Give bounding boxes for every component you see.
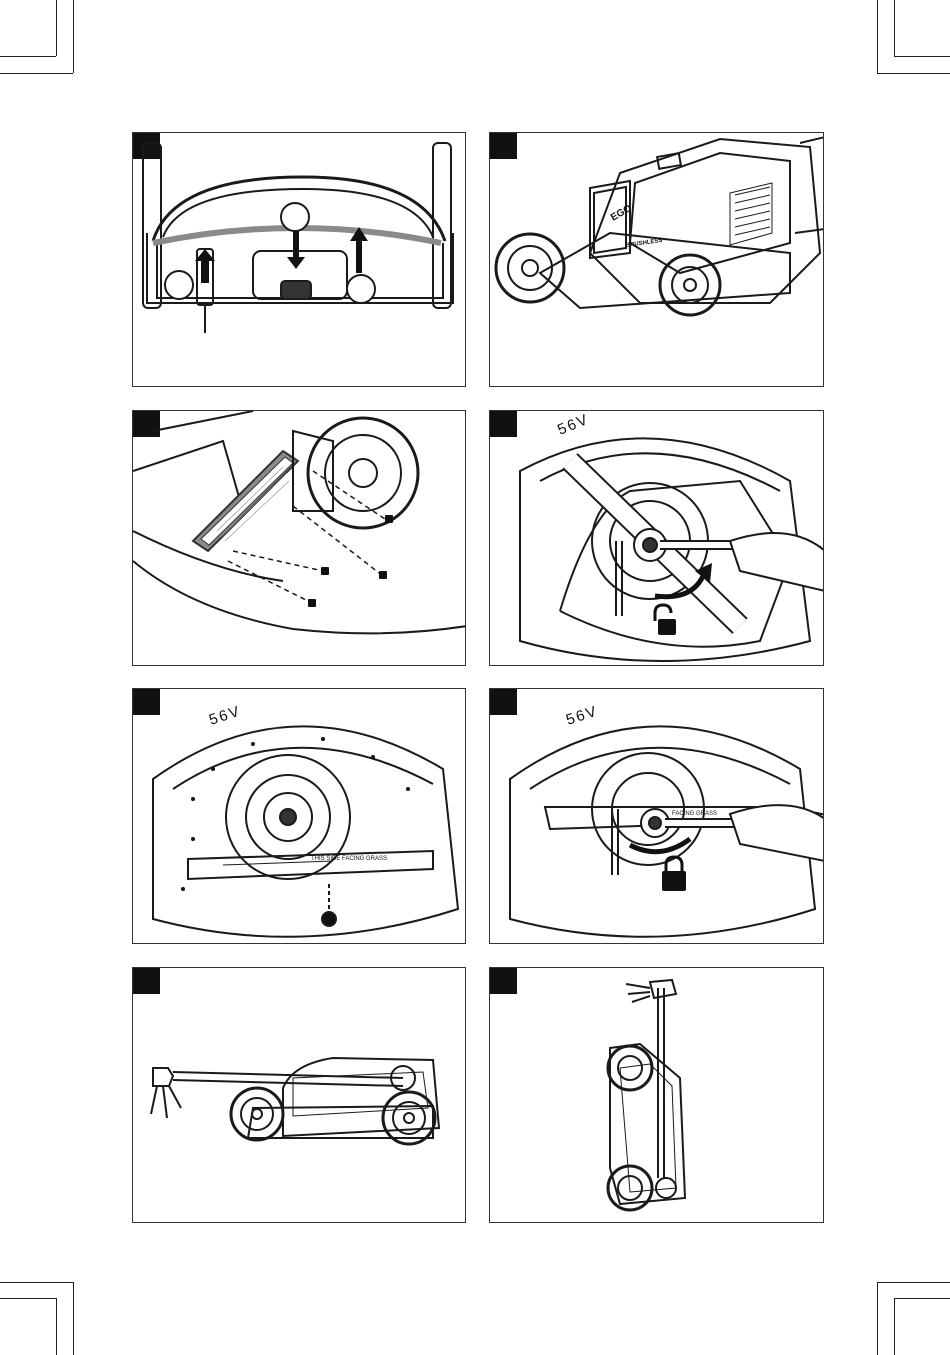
crop-mark-bottom-right-h2 xyxy=(877,1282,950,1283)
side-cover-illustration xyxy=(133,411,466,666)
unlock-icon xyxy=(655,605,676,635)
mower-upright-illustration xyxy=(490,968,824,1223)
panel-mower-upright xyxy=(489,967,824,1223)
tighten-blade-illustration: 56V FACING GRASS xyxy=(490,689,824,944)
blade-side-label: FACING GRASS xyxy=(672,811,717,817)
crop-mark-bottom-left-v2 xyxy=(56,1298,57,1355)
crop-mark-top-left-v xyxy=(73,0,74,73)
crop-mark-top-left-h2 xyxy=(0,73,73,74)
voltage-label: 56V xyxy=(564,703,600,729)
lock-icon xyxy=(662,857,686,891)
mower-side-illustration xyxy=(133,968,466,1223)
mower-front-illustration: EGO BRUSHLESS xyxy=(490,133,824,387)
crop-mark-top-right-v2 xyxy=(894,0,895,56)
panel-side-cover-screws xyxy=(132,410,466,666)
panel-mower-side xyxy=(132,967,466,1223)
panel-mower-front: EGO BRUSHLESS xyxy=(489,132,824,387)
crop-mark-bottom-left-h2 xyxy=(0,1282,73,1283)
panel-handle-removal xyxy=(132,132,466,387)
crop-mark-bottom-left-v xyxy=(73,1282,74,1355)
crop-mark-top-right-h2 xyxy=(877,73,950,74)
crop-mark-top-right-h xyxy=(894,56,950,57)
crop-mark-top-left-h xyxy=(0,56,56,57)
blade-side-label: THIS SIDE FACING GRASS xyxy=(311,856,387,862)
panel-tighten-blade: 56V FACING GRASS xyxy=(489,688,824,944)
crop-mark-bottom-left-h xyxy=(0,1298,56,1299)
crop-mark-bottom-right-v xyxy=(877,1282,878,1355)
crop-mark-bottom-right-v2 xyxy=(894,1298,895,1355)
crop-mark-top-left-v2 xyxy=(56,0,57,56)
crop-mark-bottom-right-h xyxy=(894,1298,950,1299)
blade-orientation-illustration: 56V THIS SIDE FACING GRASS xyxy=(133,689,466,944)
panel-loosen-blade: 56V xyxy=(489,410,824,666)
panel-blade-orientation: 56V THIS SIDE FACING GRASS xyxy=(132,688,466,944)
loosen-blade-illustration: 56V xyxy=(490,411,824,666)
voltage-label: 56V xyxy=(555,411,592,439)
crop-mark-top-right-v xyxy=(877,0,878,73)
handle-illustration xyxy=(133,133,466,387)
voltage-label: 56V xyxy=(207,703,243,729)
